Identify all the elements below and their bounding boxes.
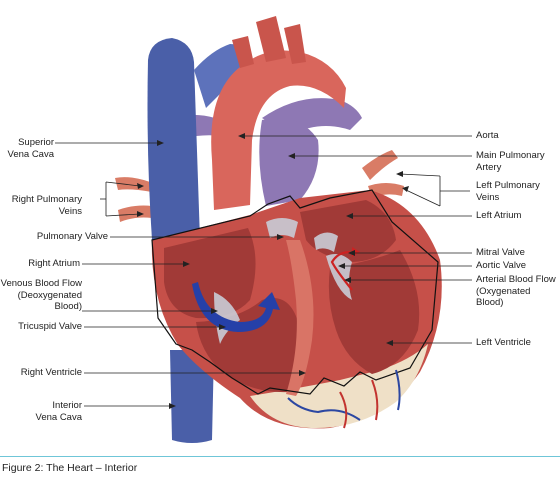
leader-lines [55, 135, 472, 407]
arterial-flow-arrow [330, 250, 353, 291]
right-atrium-chamber [164, 228, 256, 319]
label-main-pulmonary-artery: Main Pulmonary Artery [476, 150, 545, 173]
label-left-pulmonary-veins: Left Pulmonary Veins [476, 180, 540, 203]
label-right-atrium: Right Atrium [28, 258, 80, 269]
label-aortic-valve: Aortic Valve [476, 260, 526, 271]
fat-tissue-shape [250, 344, 428, 428]
label-inferior-vena-cava: Interior Vena Cava [35, 400, 82, 423]
valves-shape [214, 218, 352, 344]
superior-vena-cava-shape [147, 38, 200, 240]
venous-flow-arrow [192, 282, 280, 332]
label-tricuspid-valve: Tricuspid Valve [18, 321, 82, 332]
coronary-vessels [287, 369, 401, 429]
label-right-pulmonary-veins: Right Pulmonary Veins [11, 194, 82, 217]
label-left-atrium: Left Atrium [476, 210, 522, 221]
figure-caption: Figure 2: The Heart – Interior [2, 462, 138, 474]
label-arterial-blood-flow: Arterial Blood Flow (Oxygenated Blood) [476, 274, 556, 308]
label-left-ventricle: Left Ventricle [476, 337, 531, 348]
label-right-ventricle: Right Ventricle [20, 367, 82, 378]
cut-plane-outline [151, 189, 439, 395]
right-pulmonary-veins-shape [115, 177, 152, 222]
leader-arrowheads [137, 133, 409, 409]
label-pulmonary-valve: Pulmonary Valve [36, 231, 108, 242]
aorta-shape [211, 50, 346, 210]
label-superior-vena-cava: Superior Vena Cava [7, 137, 54, 160]
label-aorta: Aorta [476, 130, 499, 141]
label-venous-blood-flow: Venous Blood Flow (Deoxygenated Blood) [0, 278, 82, 312]
label-mitral-valve: Mitral Valve [476, 247, 525, 258]
caption-divider [0, 456, 560, 457]
